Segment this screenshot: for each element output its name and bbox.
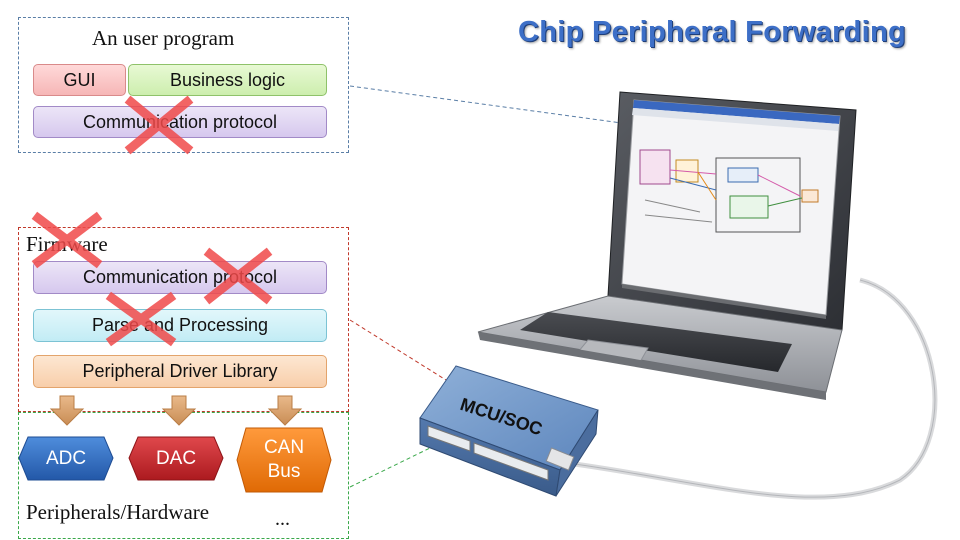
driver-library-box: Peripheral Driver Library: [33, 355, 327, 388]
more-ellipsis: ...: [275, 508, 290, 530]
user-program-frame: [18, 17, 349, 153]
cross-icon: [124, 95, 194, 155]
can-hexagon: [236, 427, 332, 493]
can-label-line1: CAN: [263, 437, 305, 458]
firmware-connector: [349, 319, 471, 396]
laptop-keyboard: [520, 312, 792, 372]
down-arrow-icon: [49, 395, 85, 426]
screen-diagram: [639, 149, 819, 233]
down-arrow-icon: [161, 395, 197, 426]
cross-icon: [105, 291, 177, 347]
peripherals-label: Peripherals/Hardware: [26, 500, 210, 524]
down-arrow-icon: [267, 395, 303, 426]
user-program-label: An user program: [92, 26, 235, 50]
cross-icon: [203, 247, 273, 305]
dac-hexagon: [128, 436, 224, 481]
can-label: CAN Bus: [240, 430, 328, 490]
can-label-line2: Bus: [267, 461, 301, 482]
cross-icon: [31, 211, 103, 269]
dac-label: DAC: [155, 447, 197, 469]
adc-hexagon: [18, 436, 114, 481]
gui-box: GUI: [33, 64, 126, 96]
adc-label: ADC: [45, 447, 87, 469]
parse-processing-box: Parse and Processing: [33, 309, 327, 342]
business-logic-box: Business logic: [128, 64, 327, 96]
peripherals-connector: [349, 447, 431, 488]
diagram-title: Chip Peripheral Forwarding: [518, 16, 907, 48]
usb-plug: [545, 447, 575, 471]
